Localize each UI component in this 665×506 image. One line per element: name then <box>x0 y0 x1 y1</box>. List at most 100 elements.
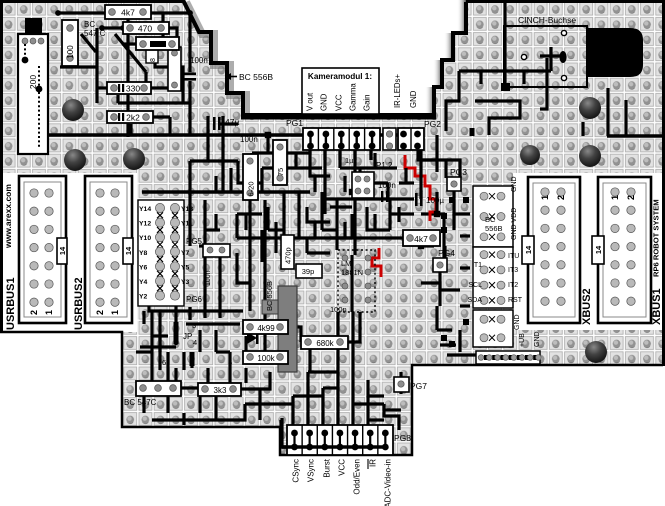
svg-text:4k7: 4k7 <box>414 234 428 244</box>
svg-text:VCC: VCC <box>338 459 347 476</box>
svg-text:SDA: SDA <box>468 297 483 304</box>
svg-text:75: 75 <box>276 168 285 176</box>
svg-text:ITU: ITU <box>508 253 519 260</box>
svg-text:14: 14 <box>124 246 133 255</box>
svg-text:IT3: IT3 <box>508 267 518 274</box>
svg-text:IR: IR <box>369 459 378 467</box>
svg-text:680k: 680k <box>316 339 334 348</box>
svg-text:Y13: Y13 <box>181 206 193 213</box>
svg-text:GND VDD: GND VDD <box>511 208 518 240</box>
svg-text:Burst: Burst <box>323 458 332 477</box>
svg-text:14: 14 <box>58 246 67 255</box>
svg-text:1881N: 1881N <box>341 268 363 277</box>
svg-text:Y7: Y7 <box>181 250 190 257</box>
svg-text:PG8: PG8 <box>394 433 411 443</box>
svg-text:1: 1 <box>44 310 54 315</box>
svg-text:Odd/Even: Odd/Even <box>353 459 362 495</box>
svg-text:ADC-Video-in: ADC-Video-in <box>384 459 393 506</box>
svg-text:2: 2 <box>29 310 39 315</box>
svg-text:Kameramodul 1:: Kameramodul 1: <box>308 72 372 81</box>
svg-text:100n: 100n <box>378 181 396 190</box>
svg-text:GND: GND <box>534 331 541 347</box>
svg-text:100k: 100k <box>257 354 275 363</box>
svg-text:Gamma: Gamma <box>349 83 358 111</box>
svg-text:Y10: Y10 <box>139 235 151 242</box>
svg-text:470p: 470p <box>284 247 293 264</box>
svg-text:4k99: 4k99 <box>257 324 275 333</box>
svg-text:100n: 100n <box>205 270 212 286</box>
svg-text:2: 2 <box>556 195 566 200</box>
svg-text:JP: JP <box>183 332 192 341</box>
svg-text:Y2: Y2 <box>139 294 148 301</box>
svg-text:Gain: Gain <box>363 95 372 111</box>
svg-text:547 C: 547 C <box>84 29 106 38</box>
svg-text:Y14: Y14 <box>139 206 151 213</box>
svg-text:CSync: CSync <box>292 459 301 483</box>
svg-text:BC 547C: BC 547C <box>124 398 157 407</box>
svg-text:6: 6 <box>162 358 166 367</box>
svg-text:JP1,2: JP1,2 <box>372 161 393 170</box>
svg-text:100µ: 100µ <box>426 196 444 205</box>
svg-text:www.arexx.com: www.arexx.com <box>3 184 13 249</box>
svg-text:GND: GND <box>514 314 521 330</box>
svg-text:PG5: PG5 <box>186 237 203 246</box>
svg-text:PG4: PG4 <box>438 248 455 258</box>
svg-text:4: 4 <box>193 338 197 347</box>
svg-text:+UB: +UB <box>519 333 526 347</box>
svg-text:6-20: 6-20 <box>247 181 256 196</box>
svg-text:V out: V out <box>306 92 315 111</box>
svg-text:IT1: IT1 <box>472 262 482 269</box>
svg-text:BC: BC <box>485 215 496 224</box>
svg-text:556B: 556B <box>485 224 503 233</box>
svg-text:VSync: VSync <box>307 459 316 482</box>
svg-text:SCL: SCL <box>468 282 482 289</box>
svg-text:XBUS2: XBUS2 <box>581 288 593 325</box>
svg-text:RP6 ROBOT SYSTEM: RP6 ROBOT SYSTEM <box>652 199 661 277</box>
svg-text:RST: RST <box>508 297 523 304</box>
svg-text:47µ: 47µ <box>225 117 239 127</box>
svg-text:LM: LM <box>341 259 351 268</box>
svg-text:USRBUS1: USRBUS1 <box>5 277 17 330</box>
svg-text:2: 2 <box>626 195 636 200</box>
svg-text:PG3: PG3 <box>450 167 467 177</box>
svg-text:8: 8 <box>150 58 157 62</box>
svg-text:5: 5 <box>228 358 232 367</box>
svg-text:VCC: VCC <box>335 94 344 111</box>
svg-text:GND: GND <box>409 90 418 108</box>
svg-text:Y4: Y4 <box>139 279 148 286</box>
svg-text:2k2: 2k2 <box>126 113 140 123</box>
svg-text:Y12: Y12 <box>139 221 151 228</box>
svg-text:1: 1 <box>540 195 550 200</box>
svg-text:200: 200 <box>28 75 38 89</box>
svg-text:CINCH-Buchse: CINCH-Buchse <box>518 15 576 25</box>
svg-text:470: 470 <box>138 24 152 34</box>
svg-text:1: 1 <box>610 195 620 200</box>
svg-text:14: 14 <box>524 245 533 254</box>
svg-text:GND: GND <box>320 93 329 111</box>
svg-text:BC 556B: BC 556B <box>239 72 273 82</box>
svg-text:100n: 100n <box>330 305 347 314</box>
svg-text:100: 100 <box>66 45 75 59</box>
svg-text:Y5: Y5 <box>181 264 190 271</box>
svg-text:1: 1 <box>110 310 120 315</box>
svg-text:100n: 100n <box>240 135 258 144</box>
svg-text:100n: 100n <box>190 56 208 65</box>
svg-text:IT2: IT2 <box>508 282 518 289</box>
svg-text:4k7: 4k7 <box>121 8 135 18</box>
svg-text:3: 3 <box>192 321 196 330</box>
svg-text:PG2: PG2 <box>424 119 441 129</box>
svg-text:39p: 39p <box>302 267 315 276</box>
svg-text:GND: GND <box>511 176 518 192</box>
svg-text:USRBUS2: USRBUS2 <box>73 277 85 330</box>
svg-text:330: 330 <box>126 84 140 94</box>
svg-text:PG1: PG1 <box>286 118 303 128</box>
svg-text:Y6: Y6 <box>139 264 148 271</box>
svg-text:IR-LEDs+: IR-LEDs+ <box>393 74 402 108</box>
svg-text:Y3: Y3 <box>181 279 190 286</box>
svg-text:PG6: PG6 <box>186 295 203 304</box>
svg-text:XBUS1: XBUS1 <box>651 288 663 325</box>
svg-text:Y8: Y8 <box>139 250 148 257</box>
svg-text:14: 14 <box>594 245 603 254</box>
svg-text:Y11: Y11 <box>181 221 193 228</box>
svg-text:PG7: PG7 <box>410 381 427 391</box>
